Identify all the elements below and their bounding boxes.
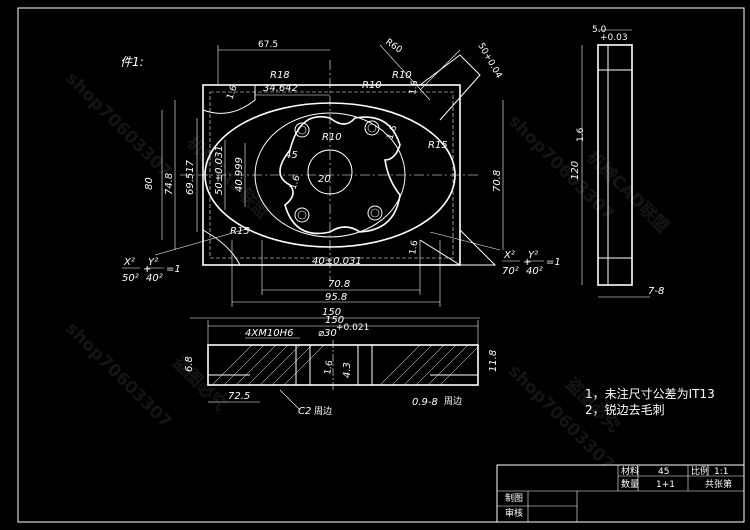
watermark-shop: shop70603307 [62,69,176,183]
part-label: 件1: [120,55,144,69]
hole [297,125,307,135]
svg-text:=1: =1 [166,264,181,275]
svg-text:=1: =1 [546,257,561,268]
hole [297,210,307,220]
section-dim-left: 6.8 [184,356,195,372]
svg-text:40²: 40² [146,273,163,284]
side-dim-7: 7-8 [648,286,664,297]
section-body [207,344,479,386]
ratio-label: 比例 [691,465,709,477]
dim-r10: R10 [392,70,412,81]
dim-width-top: 67.5 [258,40,278,50]
material-label: 材料 [621,465,639,477]
svg-text:40²: 40² [526,266,543,277]
hole [367,205,383,221]
drawing-border [17,7,745,523]
material-value: 45 [658,467,669,477]
outer-ellipse [204,102,456,248]
surface-finish: 1.6 [225,84,239,101]
hole [367,123,377,133]
section-dim-150: 150 [325,315,344,326]
dim-40v: 40.999 [234,157,245,192]
side-view: 5.0 +0.03 120 7-8 1.6 [570,25,664,298]
watermark-shop: shop70603307 [62,319,176,433]
svg-text:70²: 70² [502,266,519,277]
side-surface: 1.6 [576,127,586,142]
section-dim-right: 11.8 [488,350,499,372]
svg-text:Y²: Y² [148,257,158,268]
title-block: 材料 45 比例 1:1 数量 1+1 共张第 制图 审核 [496,464,745,523]
section-chamfer: C2 [298,406,311,417]
inner-ellipse [254,112,406,238]
surface-finish: 1.6 [385,124,399,141]
section-chamfer-note: 周边 [314,406,332,417]
top-view: 67.5 R18 34.642 R10 R10 R10 R15 R15 45 2… [122,37,561,319]
hole [370,208,380,218]
dim-20: 20 [318,174,331,185]
dim-150-top: 150 [322,307,341,318]
section-hole: 4XM10H6 [245,328,293,339]
ellipse-equation-inner: X² 50² + Y² 40² =1 [122,257,181,284]
side-dim-120: 120 [570,161,581,180]
svg-text:Y²: Y² [528,250,538,261]
hole [364,120,380,136]
svg-text:X²: X² [123,257,135,268]
dim-70v: 70.8 [492,170,503,192]
hole [294,207,310,223]
check-label: 审核 [505,507,523,519]
svg-text:X²: X² [503,250,515,261]
dim-40: 40±0.031 [312,256,362,267]
section-bore-tol: +0.021 [336,323,369,333]
side-dim-top-tol: +0.03 [600,33,628,43]
drawn-label: 制图 [505,492,523,504]
note-2: 2，锐边去毛刺 [585,403,665,417]
section-dim-43: 4.3 [342,362,353,378]
section-depth: 0.9-8 [412,397,438,408]
dim-r10: R10 [322,132,342,143]
dim-r10: R10 [362,80,382,91]
dim-50: 50±0.031 [214,145,225,195]
section-view: 150 4XM10H6 ⌀30 +0.021 72.5 C [184,315,499,417]
dim-r18: R18 [270,70,290,81]
svg-text:50²: 50² [122,273,139,284]
svg-text:+: + [143,264,151,275]
dim-r15: R15 [428,140,448,151]
side-dim-top: 5.0 [592,25,607,35]
section-depth-note: 周边 [444,396,462,407]
section-bore: ⌀30 [318,328,337,339]
count-value: 1+1 [656,480,675,490]
count-label: 数量 [621,478,639,490]
ellipse-equation-outer: X² 70² + Y² 40² =1 [502,250,561,277]
dim-45: 45 [285,150,298,161]
svg-text:+: + [523,257,531,268]
dim-80: 80 [144,177,155,190]
side-outline [597,44,633,286]
dim-69: 69.517 [185,159,196,195]
hole [294,122,310,138]
surface-finish: 1.6 [408,239,420,255]
cam-profile [279,116,401,235]
dim-70: 70.8 [328,279,350,290]
dim-34: 34.642 [263,83,298,94]
section-surface: 1.6 [323,359,335,375]
dim-74: 74.8 [164,173,175,195]
dim-r15: R15 [230,226,250,237]
ratio-value: 1:1 [714,467,728,477]
center-bore [307,149,353,195]
section-dim-72: 72.5 [228,391,250,402]
surface-finish: 1.6 [288,174,302,191]
watermark-brand: 盗图必究 [168,352,231,415]
dim-r60: R60 [383,37,403,56]
note-1: 1，未注尺寸公差为IT13 [585,386,715,401]
sheet-label: 共张第 [705,478,732,490]
dim-95: 95.8 [325,292,347,303]
surface-finish: 1.6 [408,79,420,95]
section-hatch [211,344,479,386]
